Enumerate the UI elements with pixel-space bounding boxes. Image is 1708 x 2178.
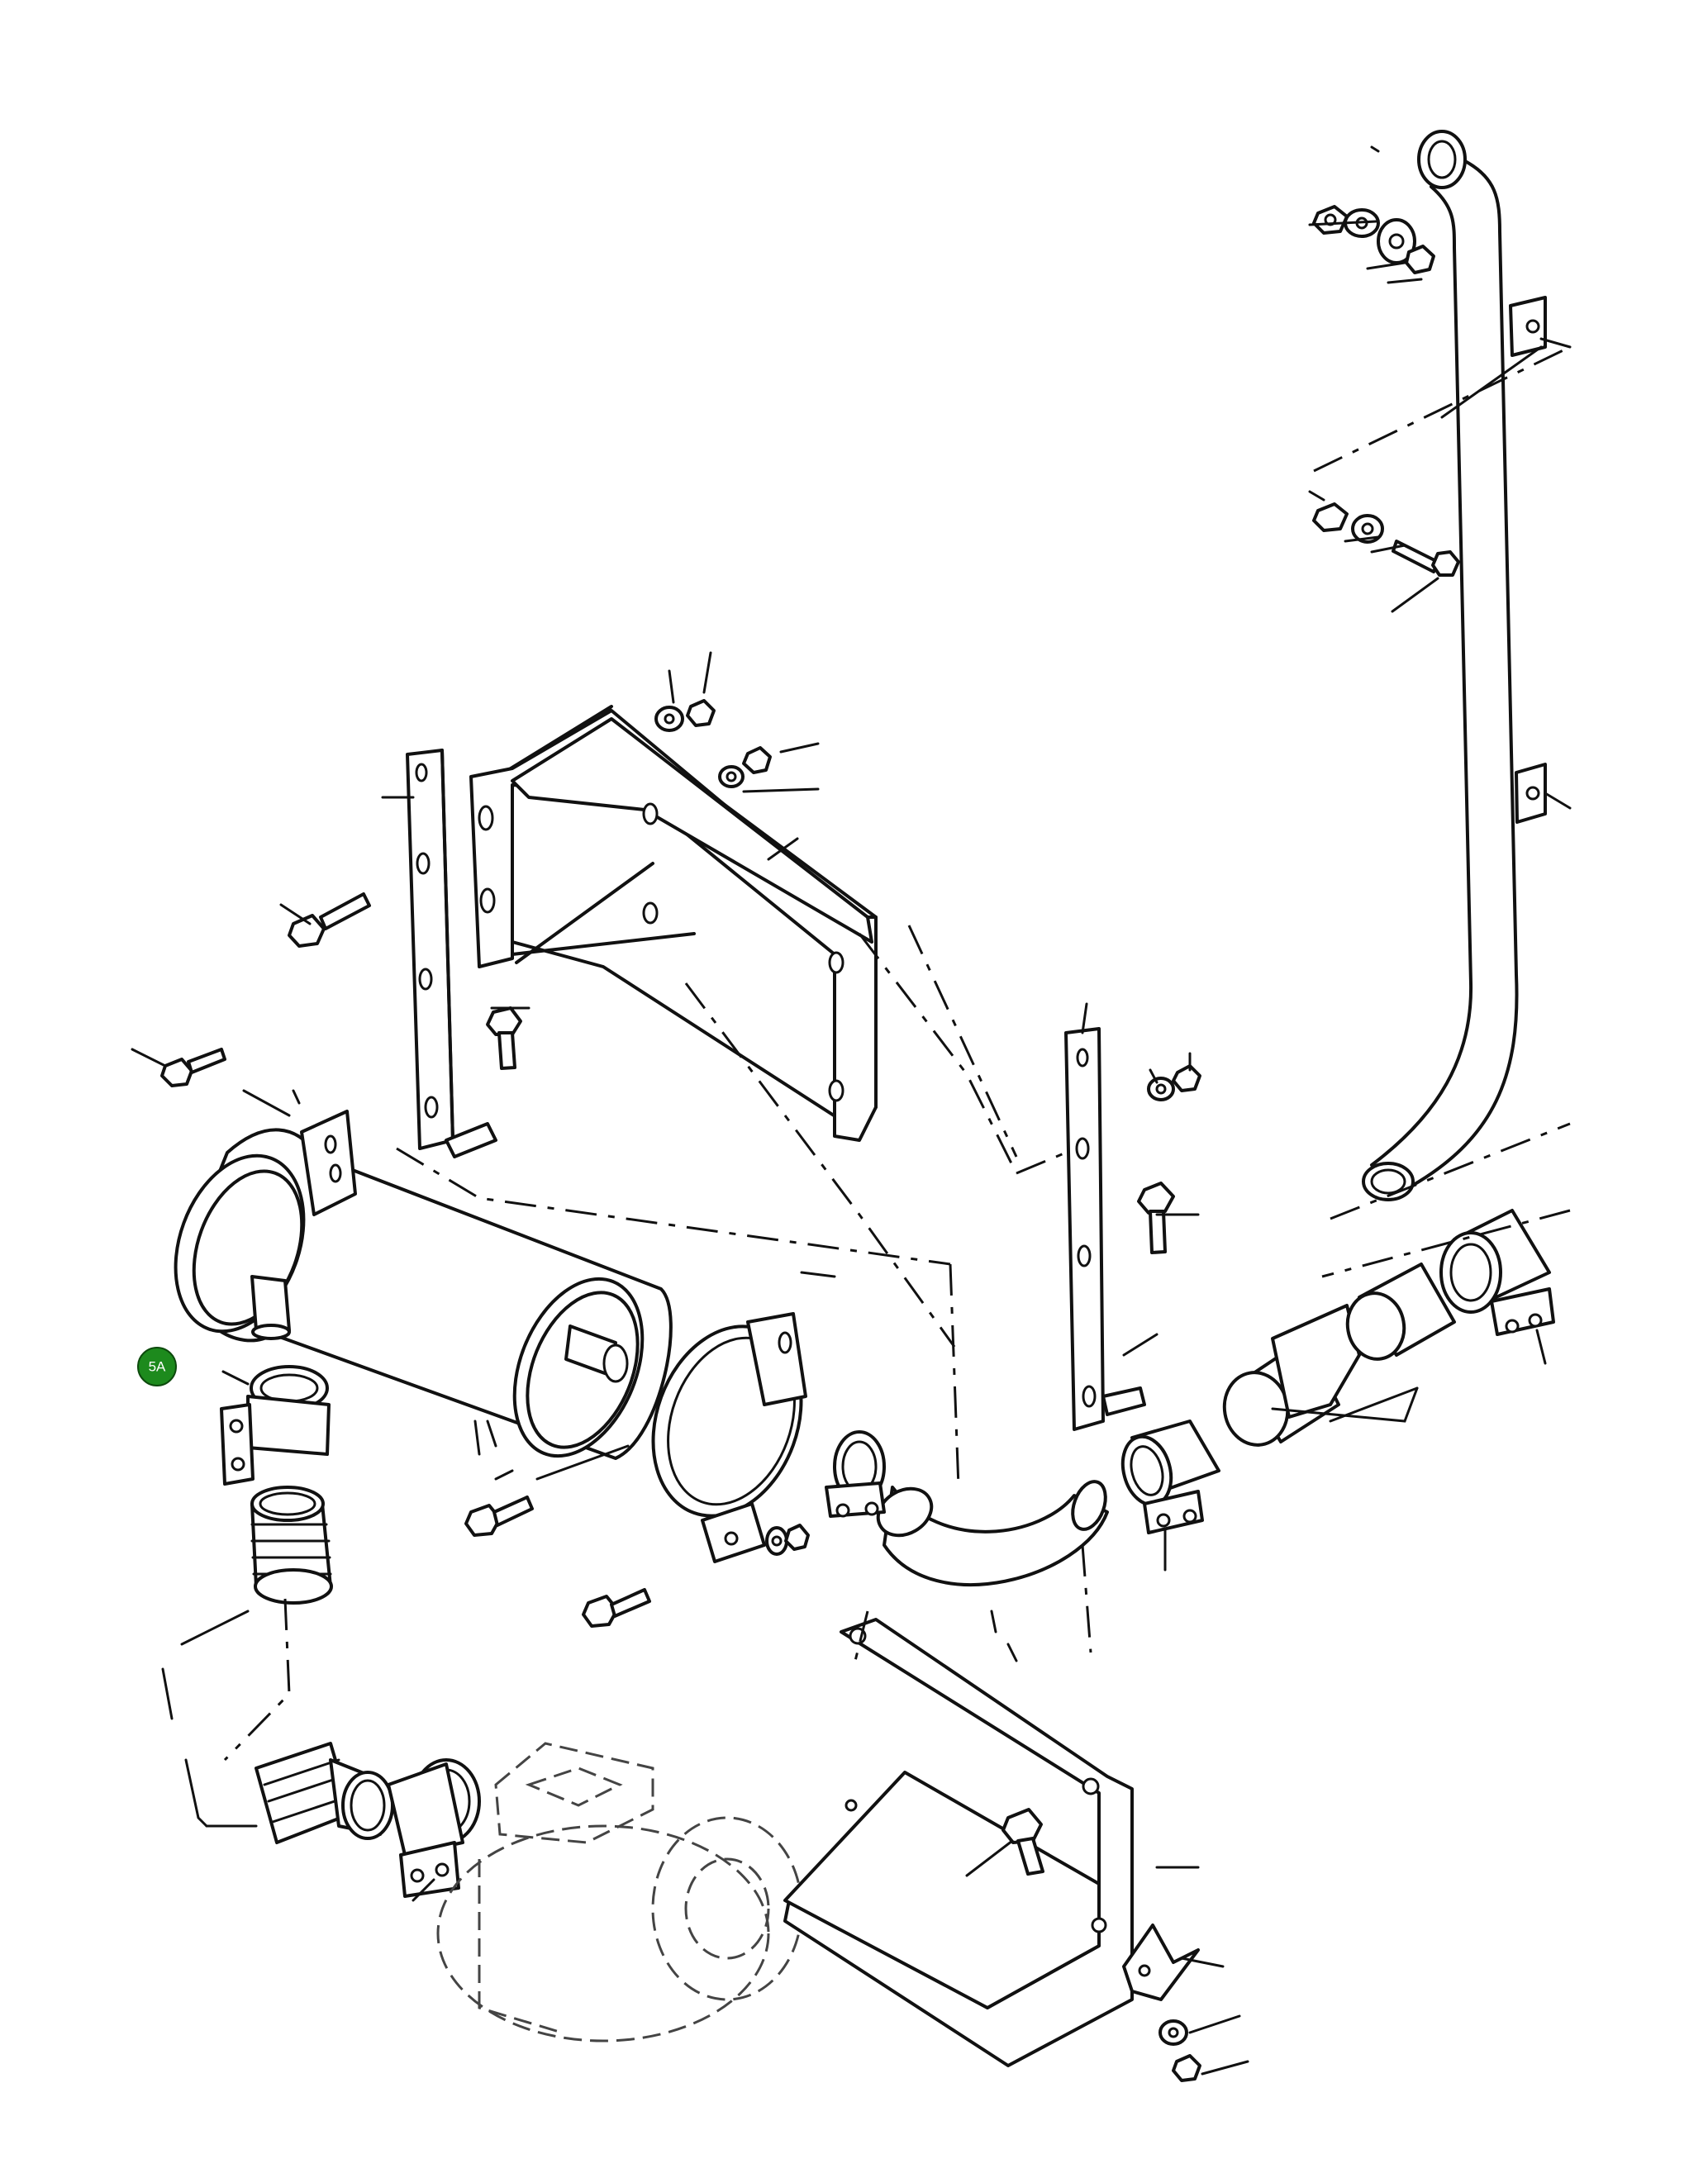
flex-coupling-right [1222,1304,1361,1447]
muffler-band-clamp-front [651,1312,807,1563]
clamp-5a [220,1365,331,1486]
callout-5a-label: 5A [149,1359,166,1375]
vertical-support-bar-left [406,749,497,1158]
turbocharger-outline [436,1742,803,2042]
callout-5a[interactable]: 5A [137,1347,177,1386]
muffler-band-clamp-rear [300,1110,357,1216]
nut-washer-bottom [1158,2019,1201,2082]
flex-coupling-upper [1345,1263,1456,1361]
tail-pipe [1362,130,1547,1201]
tailpipe-lower-hardware [1308,490,1460,613]
elbow-clamp-left [825,1430,886,1518]
assembly-guide-lines [223,925,1571,1762]
bottom-support-plate [783,1618,1134,2067]
nut-washer-top [654,699,772,788]
mounting-bracket-plate [469,705,878,1142]
bolt-vertical-center [486,1006,522,1070]
bolt-band-clamp [464,1496,534,1537]
lower-clamp [387,1758,481,1898]
bolt-muffler-mount [160,1048,226,1087]
bolt-bracket-left [288,892,371,948]
vertical-support-bar-right [1064,1027,1146,1431]
exhaust-elbow-pipe [876,1480,1109,1586]
elbow-clamp-right [1120,1420,1220,1534]
nut-washer-clamp [765,1524,810,1556]
lower-flex-pipe [255,1742,394,1844]
top-clamp [1439,1209,1555,1336]
bolt-bottom-plate [1001,1808,1044,1876]
bolt-band-clamp-lower [582,1588,651,1628]
bracket-small-bottom [1122,1924,1200,2001]
callout-5a-circle[interactable] [137,1347,177,1386]
tailpipe-upper-hardware [1308,205,1571,473]
nut-washer-right-bar [1147,1064,1201,1101]
leader-lines [131,145,1572,2076]
muffler [174,1128,673,1460]
flex-exhaust-pipe [250,1486,333,1605]
bolt-vertical-right [1137,1182,1175,1254]
